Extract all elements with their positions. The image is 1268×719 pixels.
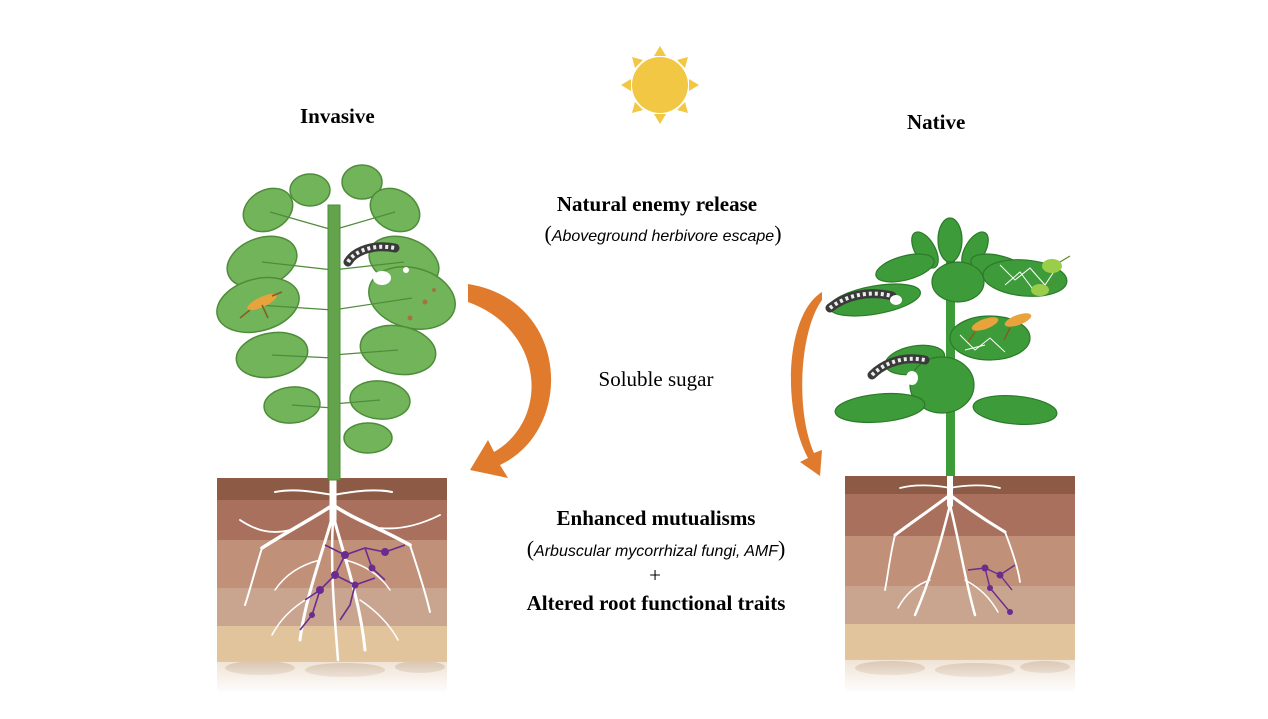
- grasshopper-icon: [239, 291, 283, 319]
- plant-native: [825, 217, 1071, 476]
- leaf-damage-icon: [373, 267, 436, 321]
- aphid-icon: [1031, 255, 1071, 296]
- title-invasive: Invasive: [300, 104, 375, 128]
- label-enemy-release-detail: (Aboveground herbivore escape): [544, 221, 782, 246]
- label-plus: +: [649, 563, 661, 587]
- soil-native: [845, 476, 1075, 694]
- label-root-traits: Altered root functional traits: [526, 591, 786, 615]
- caterpillar-icon: [343, 242, 400, 267]
- arrow-native: [790, 292, 822, 476]
- fungi-invasive: [299, 544, 406, 631]
- roots-native: [884, 473, 1021, 617]
- title-native: Native: [907, 110, 966, 134]
- label-mutualisms: Enhanced mutualisms: [556, 506, 756, 530]
- mutualisms-detail-text: Arbuscular mycorrhizal fungi, AMF: [534, 543, 778, 560]
- enemy-release-detail-text: Aboveground herbivore escape: [551, 228, 775, 245]
- sun-icon: [621, 46, 699, 124]
- arrow-invasive: [468, 284, 552, 478]
- label-enemy-release: Natural enemy release: [556, 192, 758, 216]
- caterpillar-icon: [825, 289, 902, 313]
- label-mutualisms-detail: (Arbuscular mycorrhizal fungi, AMF): [526, 536, 786, 561]
- grasshopper-icon: [967, 313, 1032, 343]
- label-soluble-sugar: Soluble sugar: [598, 367, 714, 391]
- fungi-native: [967, 564, 1016, 615]
- leaf-damage-icon: [959, 264, 1056, 353]
- caterpillar-icon: [867, 354, 930, 385]
- plant-invasive: [216, 164, 456, 481]
